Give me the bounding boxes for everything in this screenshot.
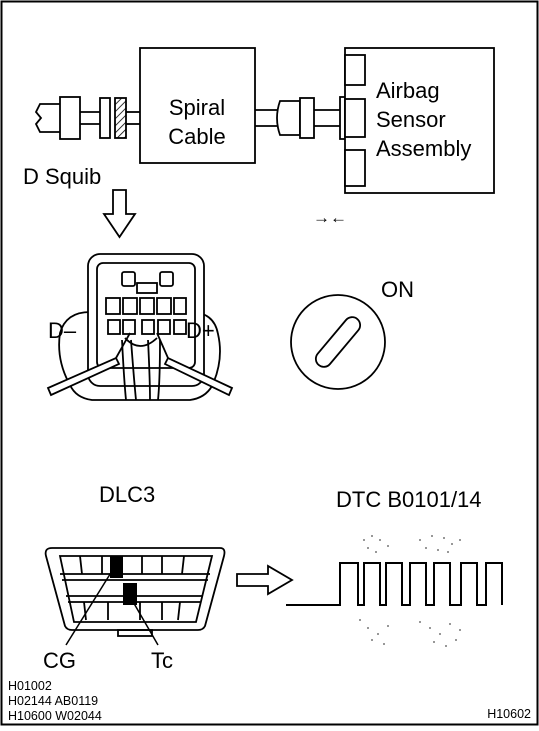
dtc-label: DTC B0101/14 xyxy=(336,487,482,512)
terminal-leader-lines xyxy=(65,570,159,646)
footer-code-1: H01002 xyxy=(8,679,52,693)
dlc3-label: DLC3 xyxy=(99,482,155,507)
airbag-label-3: Assembly xyxy=(376,136,471,161)
figure-id: H10602 xyxy=(487,707,531,721)
cg-terminal xyxy=(110,556,123,578)
hatched-connector xyxy=(114,97,127,139)
harness-lines-left xyxy=(126,111,140,125)
d-minus-label: D– xyxy=(48,318,77,343)
down-arrow-icon xyxy=(102,189,137,239)
airbag-label-1: Airbag xyxy=(376,78,440,103)
on-label: ON xyxy=(381,277,414,302)
footer-code-2: H02144 AB0119 xyxy=(8,694,98,708)
tc-terminal xyxy=(123,583,137,605)
dlc3-connector-drawing xyxy=(58,253,221,401)
spiral-label-1: Spiral xyxy=(169,95,225,120)
airbag-sensor-box xyxy=(344,47,495,194)
spiral-label-2: Cable xyxy=(168,124,225,149)
d-plus-label: D+ xyxy=(186,318,215,343)
cg-label: CG xyxy=(43,648,76,673)
disconnect-arrows: →← xyxy=(313,208,347,227)
footer-code-3: H10600 W02044 xyxy=(8,709,102,723)
ignition-key-slot xyxy=(314,316,362,368)
blink-halo-dots xyxy=(359,535,461,647)
tc-label: Tc xyxy=(151,648,173,673)
probe-leads xyxy=(46,332,234,397)
dtc-pulse-waveform xyxy=(286,562,503,606)
d-squib-connector xyxy=(34,96,111,140)
airbag-label-2: Sensor xyxy=(376,107,446,132)
d-squib-label: D Squib xyxy=(23,164,101,189)
spiral-to-airbag-connector xyxy=(255,96,349,140)
right-arrow-icon xyxy=(236,564,294,596)
airbag-sensor-ports xyxy=(344,54,366,187)
spiral-cable-box xyxy=(139,47,256,164)
